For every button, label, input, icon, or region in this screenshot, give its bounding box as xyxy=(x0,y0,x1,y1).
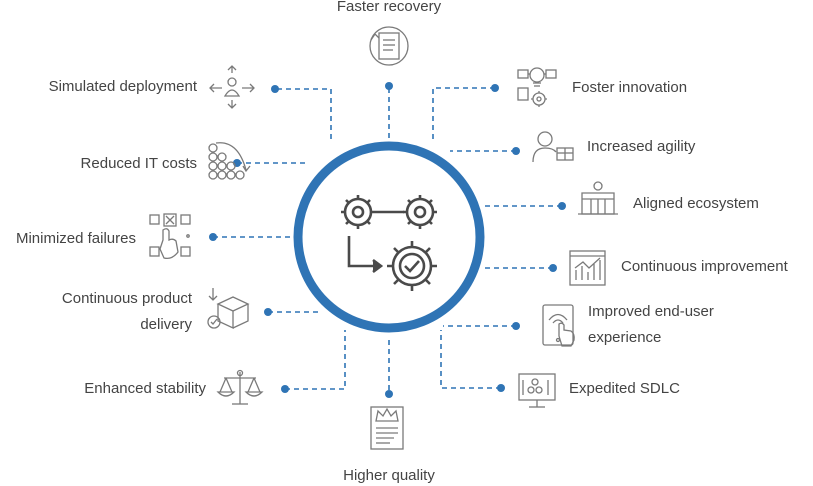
dot-minimized-failures xyxy=(209,233,217,241)
label-higher-quality: Higher quality xyxy=(343,467,435,484)
center-ring xyxy=(293,141,485,333)
coins-icon xyxy=(208,142,251,180)
label-improved-end-user-experience: Improved end-user experience xyxy=(588,299,714,351)
person-box-icon xyxy=(532,131,574,163)
label-improved-end-user-experience-line1: Improved end-user xyxy=(588,303,714,320)
label-continuous-product-delivery-line1: Continuous product xyxy=(61,290,192,307)
growth-chart-icon xyxy=(569,250,606,286)
label-continuous-product-delivery-line2: delivery xyxy=(140,316,192,333)
connector-simulated-deployment xyxy=(277,88,332,140)
crown-document-icon xyxy=(370,406,404,450)
connector-enhanced-stability xyxy=(285,330,346,390)
label-increased-agility: Increased agility xyxy=(587,138,696,155)
recovery-document-icon xyxy=(369,26,409,66)
dot-expedited-sdlc xyxy=(497,384,505,392)
label-foster-innovation: Foster innovation xyxy=(572,79,688,96)
dot-improved-end-user-experience xyxy=(512,322,520,330)
connector-dots xyxy=(209,82,566,398)
connector-foster-innovation xyxy=(432,87,495,140)
label-continuous-improvement: Continuous improvement xyxy=(621,258,788,275)
touch-tablet-icon xyxy=(542,304,575,347)
label-improved-end-user-experience-line2: experience xyxy=(588,329,662,346)
monitor-gears-icon xyxy=(518,373,556,408)
connectors xyxy=(213,87,562,392)
dot-foster-innovation xyxy=(491,84,499,92)
label-aligned-ecosystem: Aligned ecosystem xyxy=(633,195,759,212)
label-faster-recovery: Faster recovery xyxy=(336,0,442,15)
package-check-icon xyxy=(207,288,250,330)
label-reduced-it-costs: Reduced IT costs xyxy=(80,155,197,172)
hand-choose-icon xyxy=(149,213,191,260)
dot-enhanced-stability xyxy=(281,385,289,393)
label-minimized-failures: Minimized failures xyxy=(15,230,136,247)
user-arrows-icon xyxy=(209,65,255,109)
gears-to-checkmark-icon xyxy=(341,195,437,291)
dot-continuous-improvement xyxy=(549,264,557,272)
bulb-gear-icon xyxy=(517,67,557,107)
label-enhanced-stability: Enhanced stability xyxy=(84,380,206,397)
dot-simulated-deployment xyxy=(271,85,279,93)
dot-faster-recovery xyxy=(385,82,393,90)
label-continuous-product-delivery: Continuous product delivery xyxy=(0,286,192,338)
dot-continuous-product-delivery xyxy=(264,308,272,316)
dot-aligned-ecosystem xyxy=(558,202,566,210)
dot-increased-agility xyxy=(512,147,520,155)
label-simulated-deployment: Simulated deployment xyxy=(48,78,197,95)
dot-higher-quality xyxy=(385,390,393,398)
label-expedited-sdlc: Expedited SDLC xyxy=(569,380,680,397)
connector-expedited-sdlc xyxy=(440,330,501,389)
scales-icon xyxy=(216,369,264,405)
building-icon xyxy=(578,181,618,215)
